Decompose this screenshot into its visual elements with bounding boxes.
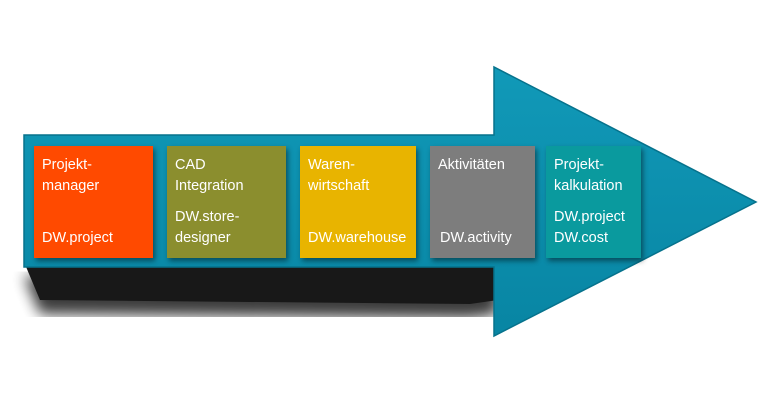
step-title: Projekt- manager (42, 157, 100, 194)
step-product: DW.project (42, 230, 113, 246)
step-title: Projekt- kalkulation (554, 157, 623, 194)
arrow-shadow (24, 262, 498, 304)
step-product: DW.store- designer (175, 209, 240, 246)
step-warehouse: Waren- wirtschaft DW.warehouse (300, 146, 416, 258)
step-product: DW.warehouse (308, 230, 407, 246)
step-project-calculation: Projekt- kalkulation DW.project DW.cost (546, 146, 641, 258)
step-product: DW.project DW.cost (554, 209, 625, 246)
step-product: DW.activity (440, 230, 512, 246)
step-title: Aktivitäten (438, 157, 505, 173)
step-project-manager: Projekt- manager DW.project (34, 146, 153, 258)
step-activities: Aktivitäten DW.activity (430, 146, 535, 258)
step-title: Waren- wirtschaft (308, 157, 370, 194)
step-title: CAD Integration (175, 157, 244, 194)
step-cad-integration: CAD Integration DW.store- designer (167, 146, 286, 258)
